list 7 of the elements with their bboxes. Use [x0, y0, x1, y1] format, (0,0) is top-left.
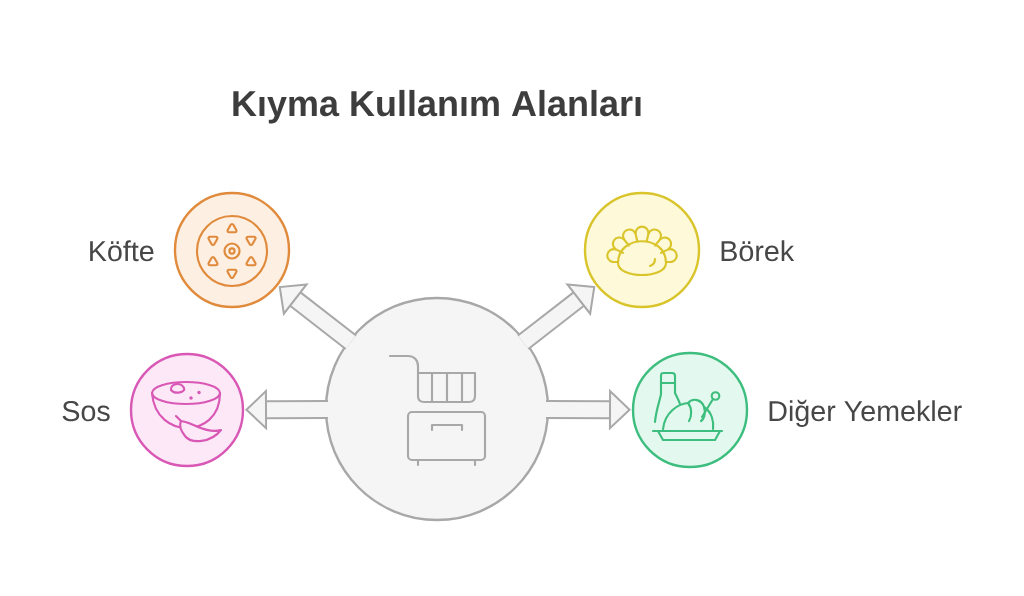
block-arrow	[517, 283, 596, 350]
title: Kıyma Kullanım Alanları	[233, 89, 641, 124]
node-label: Börek	[721, 240, 795, 262]
block-arrow	[278, 283, 357, 350]
node-label: Diğer Yemekler	[769, 399, 962, 427]
node-label: Köfte	[90, 240, 154, 262]
node-label: Sos	[62, 401, 110, 422]
